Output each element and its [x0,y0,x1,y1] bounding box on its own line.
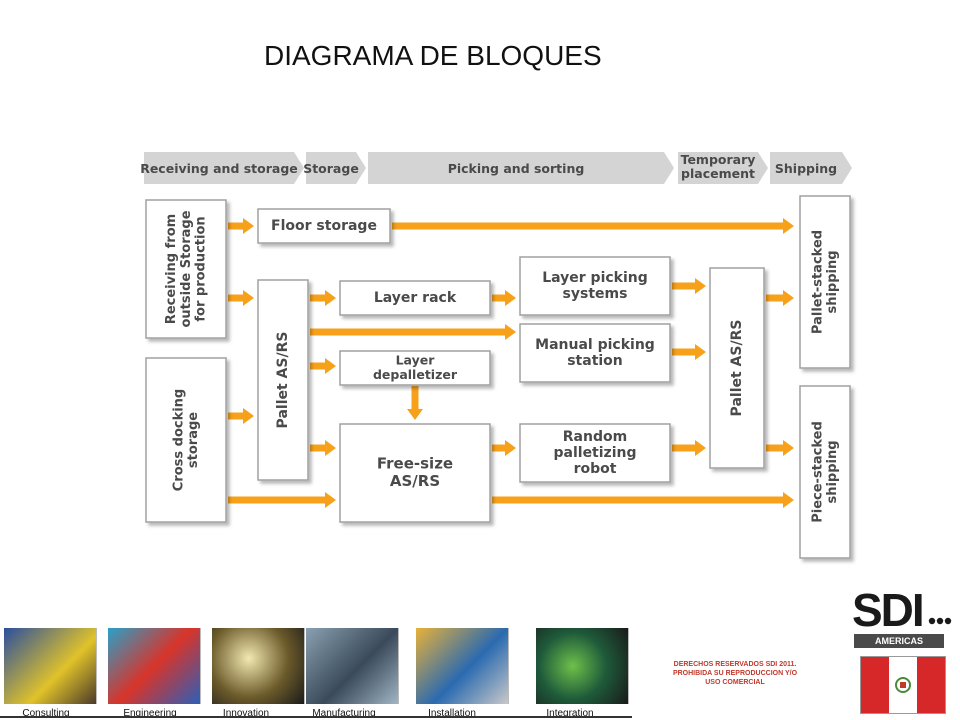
block-random-robot [519,423,671,483]
flow-arrow-9 [228,408,254,424]
stage-label-h2: Storage [303,161,359,176]
flow-arrow-11 [492,440,516,456]
block-label-receiving: Receiving fromoutside Storagefor product… [164,210,209,327]
block-label-piece-stacked: Piece-stackedshipping [810,421,840,523]
flow-arrow-16 [766,440,794,456]
integration-label: Integration [546,708,594,719]
rights-notice: DERECHOS RESERVADOS SDI 2011. PROHIBIDA … [672,661,798,686]
block-free-size-asrs [339,423,491,523]
stage-chevron-h2 [306,152,366,184]
page-title: DIAGRAMA DE BLOQUES [264,40,602,71]
stage-label-h5: Shipping [775,161,837,176]
block-label-pallet-stacked: Pallet-stackedshipping [810,230,840,334]
stage-label-h1: Receiving and storage [140,161,298,176]
consulting-label: Consulting [22,708,70,719]
block-layer-picking [519,256,671,316]
manufacturing-label: Manufacturing [312,708,376,719]
block-label-cross-docking: Cross dockingstorage [171,389,201,492]
logo-text: SDI [852,584,925,636]
footer-divider [0,716,632,718]
flow-arrow-10 [310,440,336,456]
peru-flag-icon [860,656,946,714]
block-pallet-asrs-1 [257,279,309,481]
stage-chevron-h4 [678,152,768,184]
stage-label-h3: Picking and sorting [448,161,585,176]
block-label-pallet-asrs-1: Pallet AS/RS [275,332,291,429]
flow-arrow-5 [672,278,706,294]
consulting-tile-image [4,628,97,704]
block-floor-storage [257,208,391,244]
block-piece-stacked [799,385,851,559]
manufacturing-tile-image [306,628,399,704]
engineering-tile-image [108,628,201,704]
sdi-logo: SDI AMERICAS [850,584,952,648]
block-label-layer-rack: Layer rack [374,290,457,306]
logo-subtitle: AMERICAS [854,634,944,648]
block-diagram: Receiving and storage Storage Picking and … [140,152,852,559]
stage-chevron-h5 [770,152,852,184]
flow-arrow-4 [492,290,516,306]
innovation-tile-image [212,628,305,704]
block-pallet-stacked [799,195,851,369]
block-layer-rack [339,280,491,316]
installation-label: Installation [428,708,476,719]
innovation-label: Innovation [222,708,270,719]
block-pallet-asrs-2 [709,267,765,469]
integration-tile-image [536,628,629,704]
flow-arrow-13 [228,492,336,508]
flow-arrow-6 [310,324,516,340]
engineering-label: Engineering [123,708,177,719]
flow-arrow-1 [392,218,794,234]
flow-arrow-2 [228,290,254,306]
block-receiving [145,199,227,339]
stage-header-bar: Receiving and storage Storage Picking and … [140,152,852,184]
flow-arrow-12 [672,440,706,456]
footer-service-tiles: Consulting Engineering Innovation Manufa… [0,628,632,720]
flow-arrow-7 [672,344,706,360]
block-cross-docking [145,357,227,523]
stage-chevron-h1 [144,152,304,184]
block-layer-depalletizer [339,350,491,386]
block-label-floor-storage: Floor storage [271,218,377,234]
flow-arrows [228,218,794,508]
flow-arrow-3 [310,290,336,306]
flow-arrow-15 [766,290,794,306]
block-manual-picking [519,323,671,383]
flow-arrow-8 [310,358,336,374]
flow-arrow-14 [492,492,794,508]
logo-dots-icon [928,617,952,625]
block-label-pallet-asrs-2: Pallet AS/RS [729,320,745,417]
flow-arrow-down [407,386,423,420]
flow-arrow-0 [228,218,254,234]
stage-chevron-h3 [368,152,674,184]
installation-tile-image [416,628,509,704]
process-blocks: Receiving fromoutside Storagefor product… [145,195,851,559]
